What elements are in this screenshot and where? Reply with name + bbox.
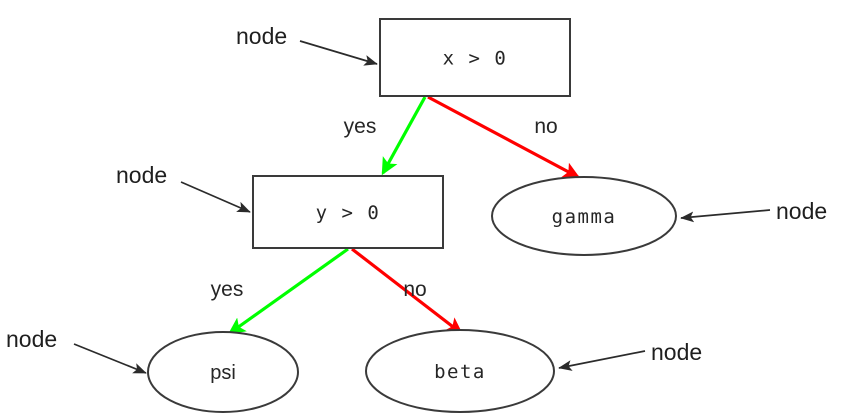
edge-line-yes: [381, 96, 427, 176]
edges-layer: yes no yes no: [211, 95, 581, 335]
annotation-label: node: [116, 162, 167, 188]
edge-line-yes: [227, 247, 349, 335]
annot-branch-y: node: [116, 162, 251, 213]
annotation-pointer-arrow: [180, 181, 251, 213]
node-shape-rectangle[interactable]: [252, 175, 444, 249]
annotation-pointer-arrow: [558, 350, 646, 371]
edge-root-no: no: [427, 95, 581, 179]
node-gamma[interactable]: gamma: [491, 176, 677, 256]
nodes-layer: x > 0 y > 0 gamma psi beta: [147, 18, 677, 413]
edge-branch-yes: yes: [211, 247, 349, 335]
annot-psi: node: [6, 326, 147, 374]
edge-branch-no: no: [351, 247, 464, 335]
annot-gamma: node: [680, 198, 827, 224]
edge-label-yes: yes: [211, 278, 244, 301]
annotation-label: node: [776, 198, 827, 224]
node-beta[interactable]: beta: [365, 329, 555, 413]
annot-beta: node: [558, 339, 702, 371]
edge-label-no: no: [534, 115, 557, 138]
node-label-root: x > 0: [443, 48, 508, 70]
annotation-label: node: [651, 339, 702, 365]
annotation-label: node: [236, 23, 287, 49]
node-shape-rectangle[interactable]: [379, 18, 571, 97]
node-branch-y[interactable]: y > 0: [252, 175, 444, 249]
node-shape-ellipse[interactable]: [491, 176, 677, 256]
edge-line-no: [351, 247, 464, 335]
edge-label-yes: yes: [344, 115, 377, 138]
annotation-pointer-arrow: [680, 209, 771, 223]
annotation-label: node: [6, 326, 57, 352]
annotation-pointer-arrow: [73, 343, 147, 374]
edge-label-no: no: [403, 278, 426, 301]
node-label-beta: beta: [434, 361, 486, 383]
node-psi[interactable]: psi: [147, 331, 299, 413]
edge-line-no: [427, 95, 581, 179]
node-root[interactable]: x > 0: [379, 18, 571, 97]
annotations-layer: node node node node node: [6, 23, 827, 374]
node-shape-ellipse[interactable]: [365, 329, 555, 413]
node-label-psi: psi: [210, 362, 236, 384]
annotation-pointer-arrow: [299, 40, 378, 66]
node-shape-ellipse[interactable]: [147, 331, 299, 413]
edge-root-yes: yes: [344, 96, 427, 176]
annot-root: node: [236, 23, 378, 66]
node-label-branch-y: y > 0: [316, 202, 381, 224]
node-label-gamma: gamma: [552, 206, 617, 228]
